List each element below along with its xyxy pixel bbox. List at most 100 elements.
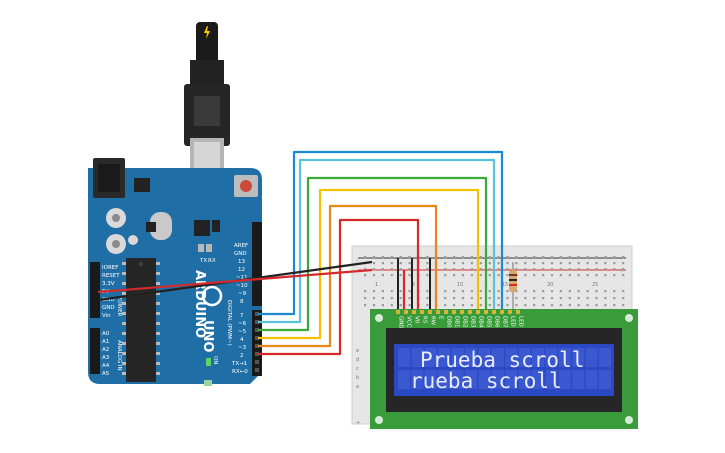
lcd-pin-label: LED — [510, 316, 516, 327]
lcd-pin — [476, 310, 480, 314]
on-label: ON — [212, 356, 218, 364]
lcd-pin-label: DB6 — [494, 316, 500, 328]
column-number: 1 — [375, 282, 378, 288]
lcd-pin — [444, 310, 448, 314]
lcd-pin-label: DB0 — [446, 316, 452, 328]
pin-label-a1: A1 — [102, 339, 109, 345]
lcd-pin-label: DB1 — [454, 316, 460, 328]
resistor — [509, 262, 517, 312]
lcd-pin-label: DB4 — [478, 316, 484, 328]
pin-label-8: 8 — [240, 299, 244, 305]
lcd-pin — [404, 310, 408, 314]
lcd-pin-label: DB5 — [486, 316, 492, 328]
pin-label-a4: A4 — [102, 363, 110, 369]
arduino-logo-icon — [201, 285, 223, 307]
lightning-icon — [204, 26, 210, 39]
pin-label-ioref: IOREF — [102, 265, 118, 271]
pin-label-gnd: GND — [102, 297, 115, 303]
lcd-pin — [420, 310, 424, 314]
lcd-pin-label: RW — [430, 316, 436, 326]
wire-pin7 — [258, 150, 504, 316]
power-section-label: POWER — [116, 296, 122, 317]
pin-label-tx1: TX→1 — [231, 361, 247, 367]
wire-pin4 — [258, 188, 480, 340]
lcd-pin-label: VCC — [406, 316, 412, 328]
crystal — [150, 212, 172, 240]
rail-plus-label: + — [620, 268, 624, 274]
column-number: 5 — [412, 282, 415, 288]
lcd-pin — [468, 310, 472, 314]
lcd-pin-label: LED — [518, 316, 524, 327]
pin-label-9: ~9 — [238, 291, 247, 297]
pin-label-a0: A0 — [102, 331, 110, 337]
pin-label-12: 12 — [238, 267, 245, 273]
arduino-board: TX RX IOREF RESET 3.3V 5V GND GND Vin A0… — [88, 158, 262, 386]
lcd-pin — [500, 310, 504, 314]
microcontroller-chip — [126, 258, 156, 382]
lcd-pin — [460, 310, 464, 314]
wire-5v — [97, 268, 373, 294]
lcd-pin — [484, 310, 488, 314]
row-letter: d — [356, 357, 359, 363]
model-label: UNO — [200, 320, 215, 353]
digital-header-bottom — [252, 310, 262, 376]
lcd-pin — [508, 310, 512, 314]
breadboard-holes — [364, 256, 625, 307]
wire-pin2 — [258, 218, 420, 356]
row-letter: c — [356, 366, 359, 372]
pin-label-3v3: 3.3V — [102, 281, 115, 287]
power-header — [90, 262, 100, 318]
pin-label-10: ~10 — [236, 283, 248, 289]
pin-label-11: ~11 — [236, 275, 248, 281]
lcd-pin-label: E — [438, 316, 444, 320]
wire-pin3 — [258, 204, 438, 348]
on-led — [206, 358, 211, 366]
lcd-pin — [428, 310, 432, 314]
wire-pin5 — [258, 176, 488, 332]
column-number: 10 — [457, 282, 463, 288]
lcd-pin — [492, 310, 496, 314]
pin-label-gnd: GND — [102, 305, 115, 311]
pin-label-2: 2 — [240, 353, 244, 359]
pin-label-aref: AREF — [234, 243, 248, 249]
pin-label-13: 13 — [238, 259, 245, 265]
breadboard-jumpers — [397, 258, 431, 312]
row-letter: b — [356, 375, 359, 381]
lcd-pin-label: DB2 — [462, 316, 468, 328]
lcd-pin — [436, 310, 440, 314]
pin-label-7: 7 — [240, 313, 244, 319]
lcd-pin-label: DB7 — [502, 316, 508, 328]
lcd-pin-label: RS — [422, 316, 428, 324]
rail-minus-label: - — [356, 258, 358, 264]
wires — [97, 150, 504, 356]
lcd-pin-label: DB3 — [470, 316, 476, 328]
pin-label-rx0: RX←0 — [232, 369, 248, 375]
digital-section-label: DIGITAL (PWM~) — [226, 300, 232, 346]
row-letter: a — [356, 384, 359, 390]
row-letter: e — [356, 348, 359, 354]
lcd-line-1: Prueba scroll — [420, 348, 584, 372]
column-number: 15 — [502, 282, 508, 288]
usb-cable — [184, 22, 230, 184]
column-number: 25 — [592, 282, 598, 288]
pin-label-3: ~3 — [238, 345, 247, 351]
analog-header — [90, 328, 100, 374]
analog-section-label: ANALOG IN — [116, 340, 122, 371]
tx-label: TX — [199, 258, 207, 264]
lcd-pin — [412, 310, 416, 314]
pin-label-vin: Vin — [102, 313, 111, 319]
lcd-pin-label: GND — [398, 316, 404, 329]
pin-label-6: ~6 — [238, 321, 247, 327]
lcd-pin-label: V0 — [414, 316, 420, 324]
column-number: 20 — [547, 282, 553, 288]
pin-label-4: 4 — [240, 337, 244, 343]
pin-label-a2: A2 — [102, 347, 109, 353]
lcd-pin — [516, 310, 520, 314]
pin-label-gnd: GND — [234, 251, 247, 257]
lcd-pin — [452, 310, 456, 314]
lcd-line-2: rueba scroll — [410, 369, 562, 393]
digital-header-top — [252, 222, 262, 306]
